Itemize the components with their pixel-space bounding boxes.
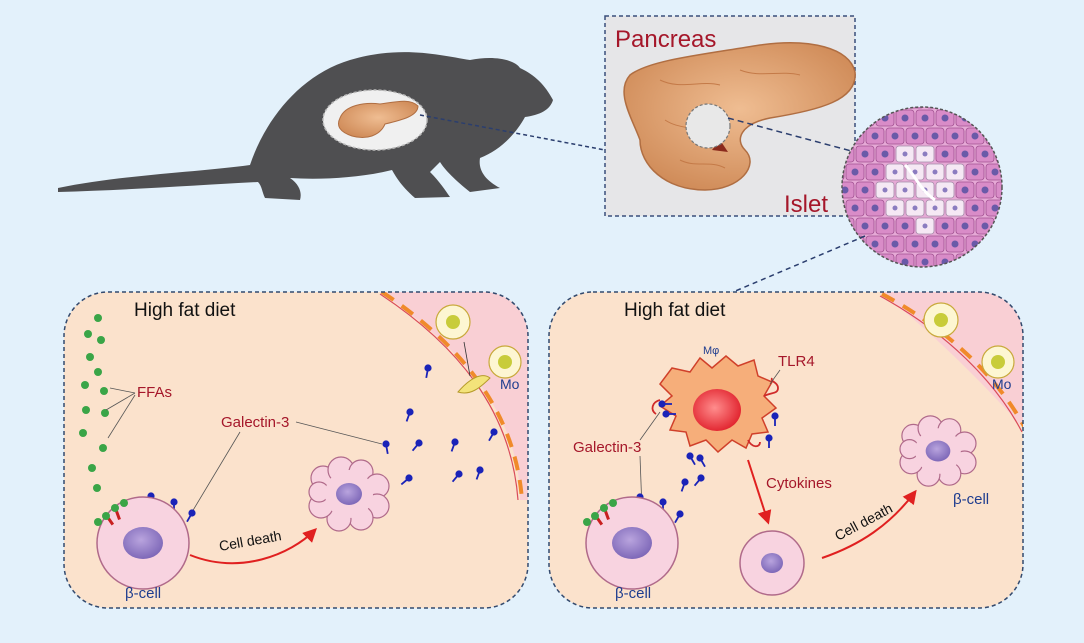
ffa-particle: [81, 381, 89, 389]
galectin-3-molecule: [424, 364, 432, 379]
right-monocyte-1: [923, 302, 959, 338]
galectin-3-molecule: [488, 428, 498, 442]
ffas-label: FFAs: [137, 384, 172, 401]
ffa-particle: [88, 464, 96, 472]
left-mo-label: Mo: [500, 376, 520, 392]
galectin-3-molecule: [382, 440, 390, 455]
galectin-3-molecule: [686, 452, 696, 466]
right-beta-cell-bottom-label: β-cell: [615, 585, 651, 602]
macrophage-label: Mφ: [703, 345, 719, 357]
pancreas-label: Pancreas: [615, 26, 716, 53]
right-dying-beta-cell: [899, 415, 977, 487]
islet-label: Islet: [784, 191, 828, 218]
galectin-3-molecule: [451, 470, 463, 483]
left-galectin-label: Galectin-3: [221, 414, 289, 431]
ffas-callout-lines: [105, 387, 136, 439]
tlr4-label: TLR4: [778, 353, 815, 370]
mouse-silhouette: [58, 52, 553, 201]
galectin-3-molecule: [450, 438, 459, 452]
left-panel-title: High fat diet: [134, 300, 236, 321]
right-blood-vessel: [879, 292, 1023, 433]
zoom-line-pancreas-to-islet: [727, 117, 856, 153]
macrophage-cell: [658, 355, 778, 454]
galectin-3-molecule: [475, 466, 484, 480]
ffa-particle: [93, 484, 101, 492]
ffa-particle: [86, 353, 94, 361]
left-cell-death-arrow: [189, 528, 317, 565]
left-panel: High fat diet Mo FFAs Galectin-3 β-cell …: [63, 291, 529, 609]
ffa-particle: [84, 330, 92, 338]
pancreas-organ-icon: [623, 42, 856, 191]
left-blood-vessel: [379, 292, 528, 501]
galectin-3-molecule: [186, 509, 196, 523]
right-panel: High fat diet Mo Mφ TLR4 Galectin-3: [548, 291, 1024, 609]
ffa-particle: [94, 314, 102, 322]
right-beta-cell-right-label: β-cell: [953, 491, 989, 508]
ffa-particle: [101, 409, 109, 417]
right-mo-label: Mo: [992, 376, 1012, 392]
galectin-3-molecule: [771, 412, 779, 426]
left-beta-cell-label: β-cell: [125, 585, 161, 602]
left-monocyte-2: [488, 345, 522, 379]
galectin-3-molecule: [405, 408, 414, 422]
cytokines-arrow: [747, 459, 772, 525]
galectin-3-molecule: [674, 510, 684, 524]
galectin-3-molecule: [658, 400, 672, 408]
left-monocyte-1: [435, 304, 471, 340]
cytokines-label: Cytokines: [766, 475, 832, 492]
galectin-3-molecule: [696, 454, 706, 468]
right-panel-title: High fat diet: [624, 300, 726, 321]
ffa-particle: [82, 406, 90, 414]
galectin-3-molecule: [680, 478, 689, 492]
left-beta-cell: [96, 496, 190, 590]
galectin-3-molecule: [400, 474, 413, 486]
ffa-particle: [79, 429, 87, 437]
left-dying-beta-cell: [308, 456, 390, 532]
right-receptor-complex: [583, 499, 617, 526]
right-galectin-label: Galectin-3: [573, 439, 641, 456]
right-monocyte-2: [981, 345, 1015, 379]
right-cell-death-arrow: [821, 489, 917, 559]
zoom-line-islet-to-panel: [725, 235, 866, 296]
mouse-pancreas-icon: [322, 89, 428, 151]
left-migrating-monocyte: [457, 375, 491, 394]
islet-circle: [841, 106, 1003, 268]
zoom-line-mouse-to-pancreas: [419, 114, 606, 151]
ffa-particle: [99, 444, 107, 452]
right-beta-cell: [585, 496, 679, 590]
ffa-particles: [79, 314, 109, 492]
galectin-3-molecule: [693, 474, 705, 487]
galectin-3-molecule: [765, 434, 773, 448]
ffa-particle: [97, 336, 105, 344]
ffa-particle: [94, 368, 102, 376]
left-receptor-complex: [94, 499, 128, 526]
stressed-beta-cell: [739, 530, 805, 596]
ffa-particle: [100, 387, 108, 395]
galectin-3-molecule: [411, 439, 423, 452]
galectin-3-molecule: [662, 410, 676, 418]
